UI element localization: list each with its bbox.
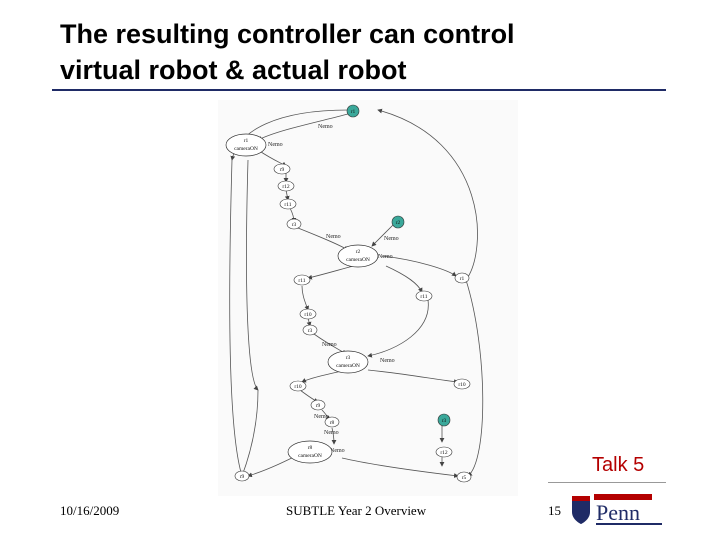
penn-logo: Penn	[572, 494, 662, 525]
node-label: r1	[351, 109, 356, 115]
state-node	[302, 324, 318, 336]
node-label: r3	[442, 418, 447, 424]
state-machine-diagram: Nemo Nemo Nemo Nemo Nemo Nemo Nemo Nemo …	[218, 100, 518, 496]
state-node	[454, 272, 470, 284]
node-label: r10	[304, 312, 312, 318]
state-node	[289, 380, 307, 392]
edge-label: Nemo	[314, 414, 329, 420]
title-line-2: virtual robot & actual robot	[60, 55, 407, 85]
node-label: cameraON	[298, 453, 322, 459]
state-node	[299, 308, 317, 320]
slide-title: The resulting controller can control vir…	[60, 16, 680, 88]
node-label: r10	[458, 382, 466, 388]
node-label: cameraON	[346, 257, 370, 263]
node-label: r12	[282, 184, 290, 190]
talk-label: Talk 5	[592, 454, 645, 476]
edge-label: Nemo	[318, 124, 333, 130]
edge-label: Nemo	[268, 142, 283, 148]
node-label: r2	[396, 220, 401, 226]
talk-divider	[548, 482, 666, 483]
initial-state-node	[437, 413, 451, 427]
node-label: r3	[346, 355, 351, 361]
state-node	[324, 416, 340, 428]
state-node	[225, 133, 267, 157]
node-label: cameraON	[234, 146, 258, 152]
title-underline	[52, 89, 666, 91]
state-node	[287, 440, 333, 464]
node-label: cameraON	[336, 363, 360, 369]
state-node	[337, 244, 379, 268]
node-label: r3	[292, 222, 297, 228]
node-label: r3	[308, 328, 313, 334]
footer-date: 10/16/2009	[60, 503, 120, 518]
state-node	[310, 399, 326, 411]
node-label: r11	[420, 294, 427, 300]
node-label: r9	[316, 403, 321, 409]
page-number: 15	[548, 503, 561, 518]
node-label: r1	[244, 138, 249, 144]
initial-state-node	[346, 104, 360, 118]
state-node	[286, 218, 302, 230]
node-label: r1	[460, 276, 465, 282]
svg-text:Penn: Penn	[596, 500, 640, 525]
node-label: r8	[308, 445, 313, 451]
node-label: r9	[280, 167, 285, 173]
state-node	[415, 290, 433, 302]
node-label: r5	[462, 475, 467, 481]
edge-label: Nemo	[322, 342, 337, 348]
node-label: r9	[240, 474, 245, 480]
edge-label: Nemo	[324, 430, 339, 436]
initial-state-node	[391, 215, 405, 229]
node-label: r11	[298, 278, 305, 284]
state-node	[456, 471, 472, 483]
state-node	[327, 350, 369, 374]
edge-label: Nemo	[380, 358, 395, 364]
node-label: r8	[330, 420, 335, 426]
node-label: r11	[284, 202, 291, 208]
footer-title: SUBTLE Year 2 Overview	[286, 503, 427, 518]
state-node	[234, 470, 250, 482]
state-node	[453, 378, 471, 390]
state-node	[273, 163, 291, 175]
edge-label: Nemo	[330, 448, 345, 454]
edge-label: Nemo	[384, 236, 399, 242]
node-label: r12	[440, 450, 448, 456]
edge-label: Nemo	[378, 254, 393, 260]
state-node	[435, 446, 453, 458]
node-label: r2	[356, 249, 361, 255]
edge-label: Nemo	[326, 234, 341, 240]
node-label: r10	[294, 384, 302, 390]
state-node	[293, 274, 311, 286]
title-line-1: The resulting controller can control	[60, 19, 515, 49]
state-node	[279, 198, 297, 210]
state-node	[277, 180, 295, 192]
